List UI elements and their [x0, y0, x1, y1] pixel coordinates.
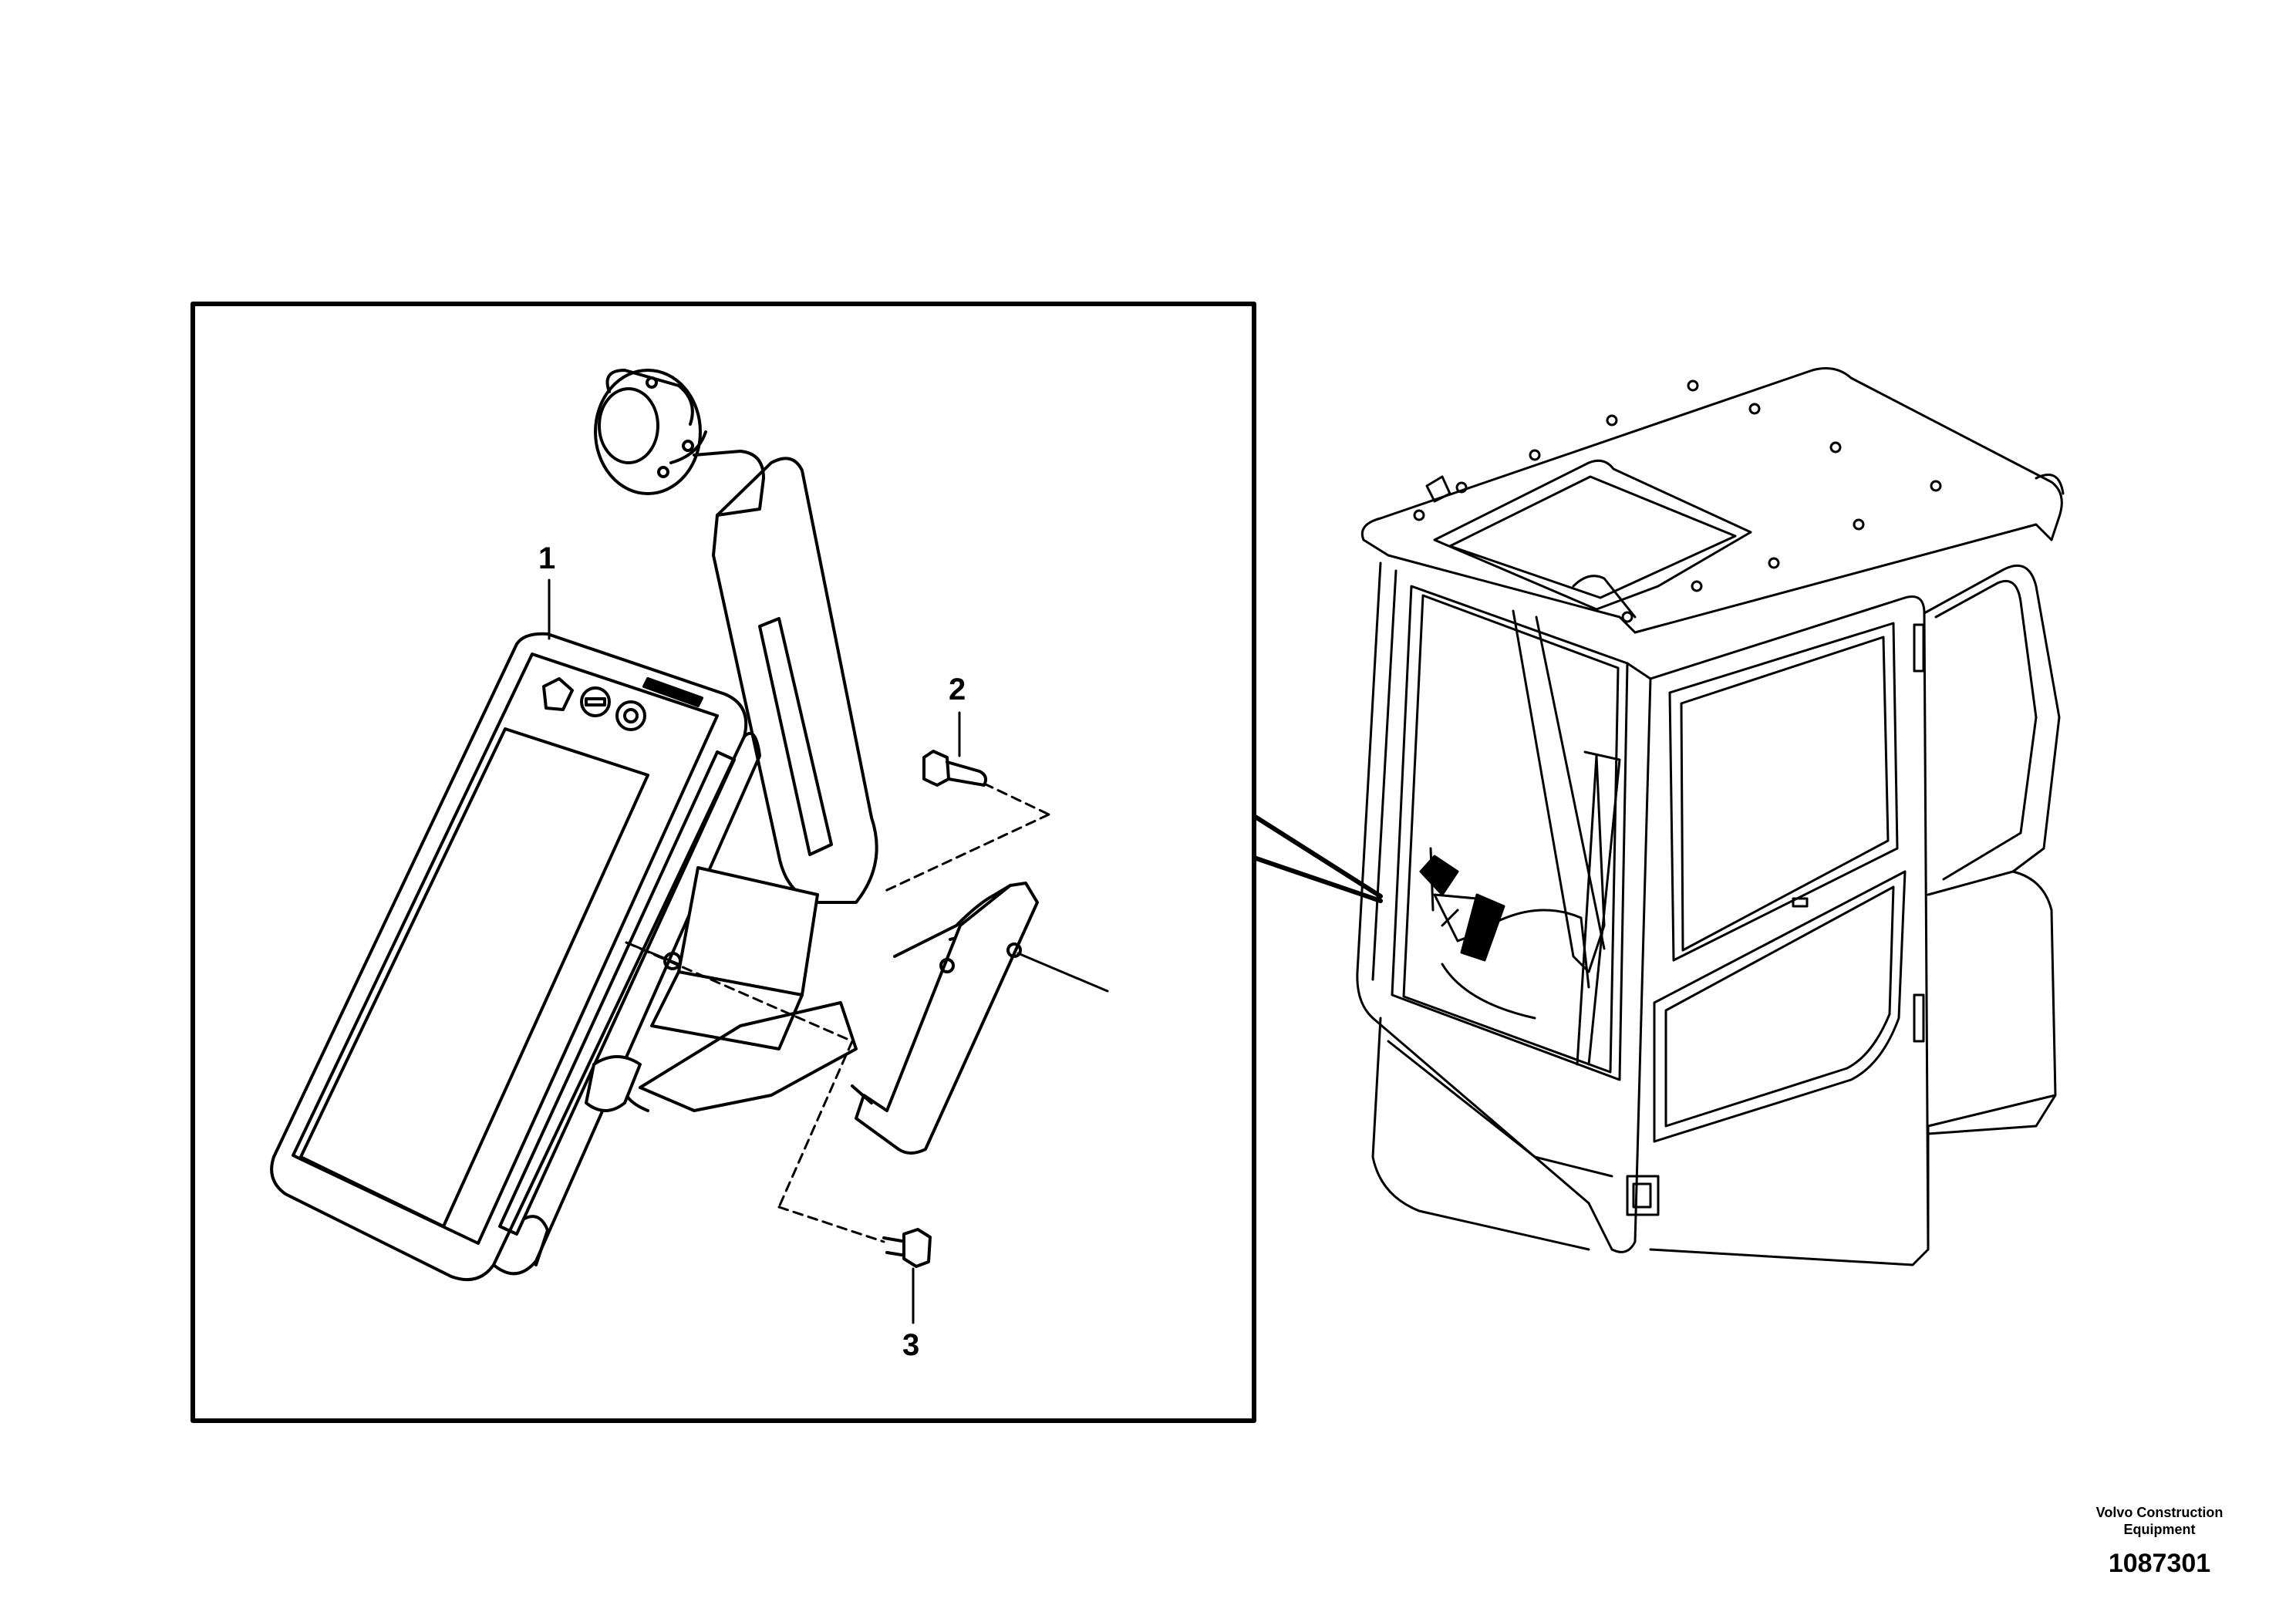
bracket-plate	[851, 882, 1039, 1155]
adjustment-knob	[594, 369, 765, 517]
callout-leaders	[548, 578, 961, 1324]
display-buttons	[542, 677, 646, 731]
callout-2: 2	[949, 673, 966, 706]
callout-1: 1	[538, 541, 556, 575]
mounting-arm	[622, 457, 878, 1112]
operator-cab	[1356, 367, 2065, 1266]
screw-3	[882, 1228, 932, 1268]
cab-display-location	[1419, 847, 1505, 962]
brand-logo	[642, 677, 703, 707]
roof-bolts	[1413, 379, 1942, 623]
detail-frame	[190, 302, 1256, 1423]
drawing-number: 1087301	[2108, 1549, 2211, 1578]
detail-pointer	[1252, 814, 1383, 903]
manufacturer-line-2: Equipment	[2123, 1522, 2196, 1537]
manufacturer-line-1: Volvo Construction	[2095, 1505, 2224, 1520]
display-unit	[270, 632, 819, 1282]
manufacturer-label: Volvo Construction Equipment	[2067, 1504, 2252, 1538]
callout-3: 3	[902, 1328, 920, 1362]
solid-guide-lines	[625, 941, 1109, 993]
screw-2	[922, 750, 987, 787]
